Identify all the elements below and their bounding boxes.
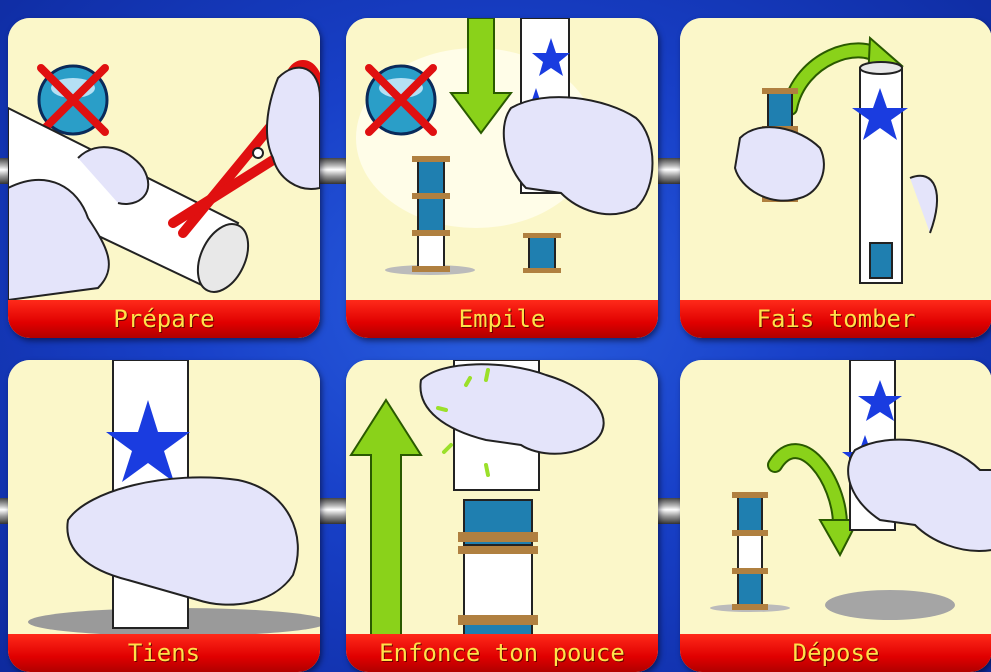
depose-illustration <box>680 360 991 636</box>
sparkle-icon <box>436 368 490 477</box>
step-label-fais-tomber: Fais tomber <box>680 300 991 338</box>
step-label-tiens: Tiens <box>8 634 320 672</box>
enfonce-illustration <box>346 360 658 636</box>
single-spool <box>523 233 561 273</box>
tiens-illustration <box>8 360 320 636</box>
step-card-fais-tomber[interactable]: Fais tomber <box>680 18 991 338</box>
star-tube-upright <box>852 61 939 284</box>
step-label-empile: Empile <box>346 300 658 338</box>
step-label-depose: Dépose <box>680 634 991 672</box>
step-card-prepare[interactable]: Prépare <box>8 18 320 338</box>
step-card-empile[interactable]: Empile <box>346 18 658 338</box>
step-card-depose[interactable]: Dépose <box>680 360 991 672</box>
prepare-illustration <box>8 18 320 300</box>
no-ball-icon <box>365 64 437 136</box>
spool-under-tube <box>458 499 538 636</box>
spool-stack <box>710 492 790 612</box>
fais-tomber-illustration <box>680 18 991 300</box>
empile-illustration <box>346 18 658 300</box>
step-label-prepare: Prépare <box>8 300 320 338</box>
no-ball-icon <box>37 64 109 136</box>
step-card-tiens[interactable]: Tiens <box>8 360 320 672</box>
spool-stack <box>385 156 475 275</box>
down-arrow-icon <box>449 18 513 135</box>
up-arrow-icon <box>349 398 423 636</box>
step-card-enfonce[interactable]: Enfonce ton pouce <box>346 360 658 672</box>
step-label-enfonce: Enfonce ton pouce <box>346 634 658 672</box>
curved-arrow-icon <box>767 443 860 558</box>
